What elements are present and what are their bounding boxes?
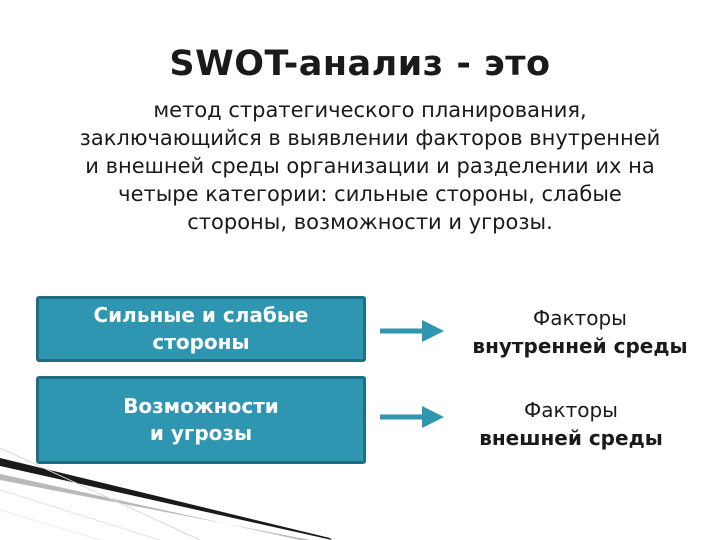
opportunities-threats-box: Возможности и угрозы (36, 376, 366, 464)
factor-line1: Факторы (524, 398, 618, 422)
factor-line1: Факторы (533, 306, 627, 330)
slide-description: метод стратегического планирования, закл… (79, 98, 661, 234)
box-label-line2: и угрозы (149, 421, 253, 445)
factor-line2: внутренней среды (472, 334, 688, 358)
strengths-weaknesses-box: Сильные и слабые стороны (36, 296, 366, 362)
slide-title: SWOT-анализ - это (169, 44, 551, 84)
right-arrow-icon (380, 320, 444, 342)
right-arrow-icon (380, 406, 444, 428)
decorative-corner-lines (0, 447, 332, 540)
box-label-line1: Возможности (123, 394, 279, 418)
factor-line2: внешней среды (479, 426, 663, 450)
external-factors-label: Факторы внешней среды (446, 396, 696, 452)
box-label-line2: стороны (152, 330, 250, 354)
box-label-line1: Сильные и слабые (93, 303, 309, 327)
internal-factors-label: Факторы внутренней среды (455, 304, 705, 360)
